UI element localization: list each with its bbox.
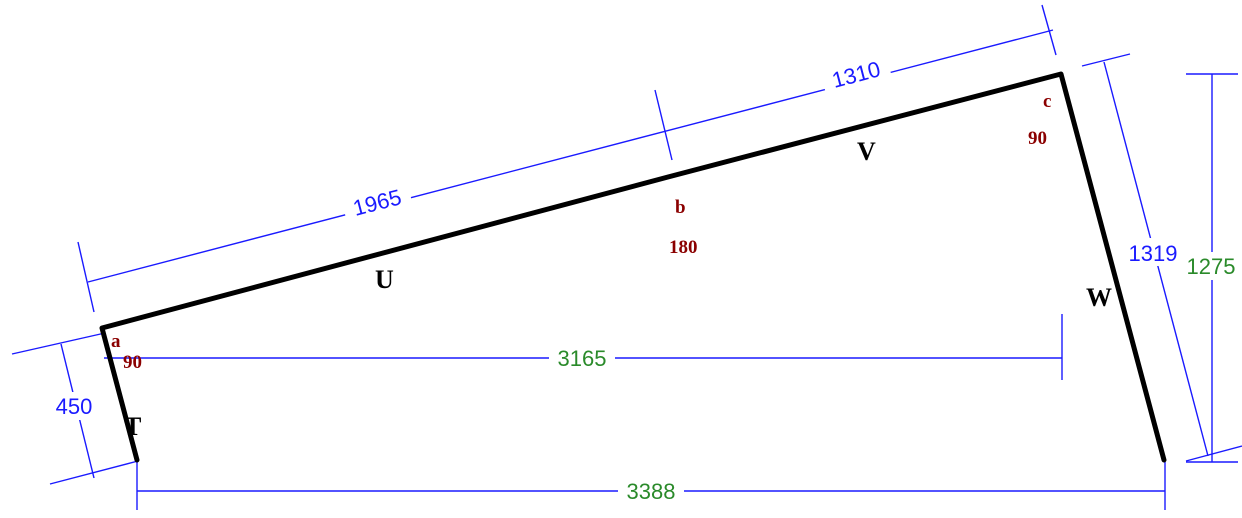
dim-top-tick-b (654, 89, 673, 161)
dim-3165-label: 3165 (558, 346, 607, 371)
dim-1310-label: 1310 (829, 56, 883, 93)
dim-top-tick-c (1041, 4, 1057, 56)
dim-1319-label: 1319 (1129, 241, 1178, 266)
dim-450-tick-top (11, 332, 106, 355)
dim-top-tick-a (77, 241, 95, 313)
corner-angle-c: 90 (1028, 128, 1047, 149)
dim-top-line (87, 29, 1054, 283)
dim-1965-label: 1965 (350, 184, 404, 221)
segment-label-t: T (124, 412, 141, 441)
shape-outline (99, 71, 1167, 463)
corner-labels: a 90 b 180 c 90 (111, 91, 1051, 373)
corner-label-a: a (111, 331, 121, 352)
dimension-lines (11, 4, 1242, 510)
segment-label-u: U (375, 265, 394, 294)
segment-label-v: V (857, 137, 876, 166)
segment-label-w: W (1086, 283, 1112, 312)
dim-450-label: 450 (56, 394, 93, 419)
corner-label-c: c (1043, 91, 1051, 112)
corner-angle-b: 180 (669, 237, 698, 258)
segment-labels: T U V W (124, 137, 1112, 441)
dim-450-tick-bottom (49, 460, 139, 485)
dim-1275-label: 1275 (1187, 254, 1236, 279)
dim-3388-label: 3388 (627, 479, 676, 504)
dim-1319-tick-bottom (1185, 445, 1242, 462)
dim-1319-tick-top (1081, 53, 1131, 67)
corner-angle-a: 90 (123, 352, 142, 373)
corner-label-b: b (675, 197, 686, 218)
dimension-labels: 450 1965 1310 1319 1275 3165 3388 (48, 52, 1242, 505)
